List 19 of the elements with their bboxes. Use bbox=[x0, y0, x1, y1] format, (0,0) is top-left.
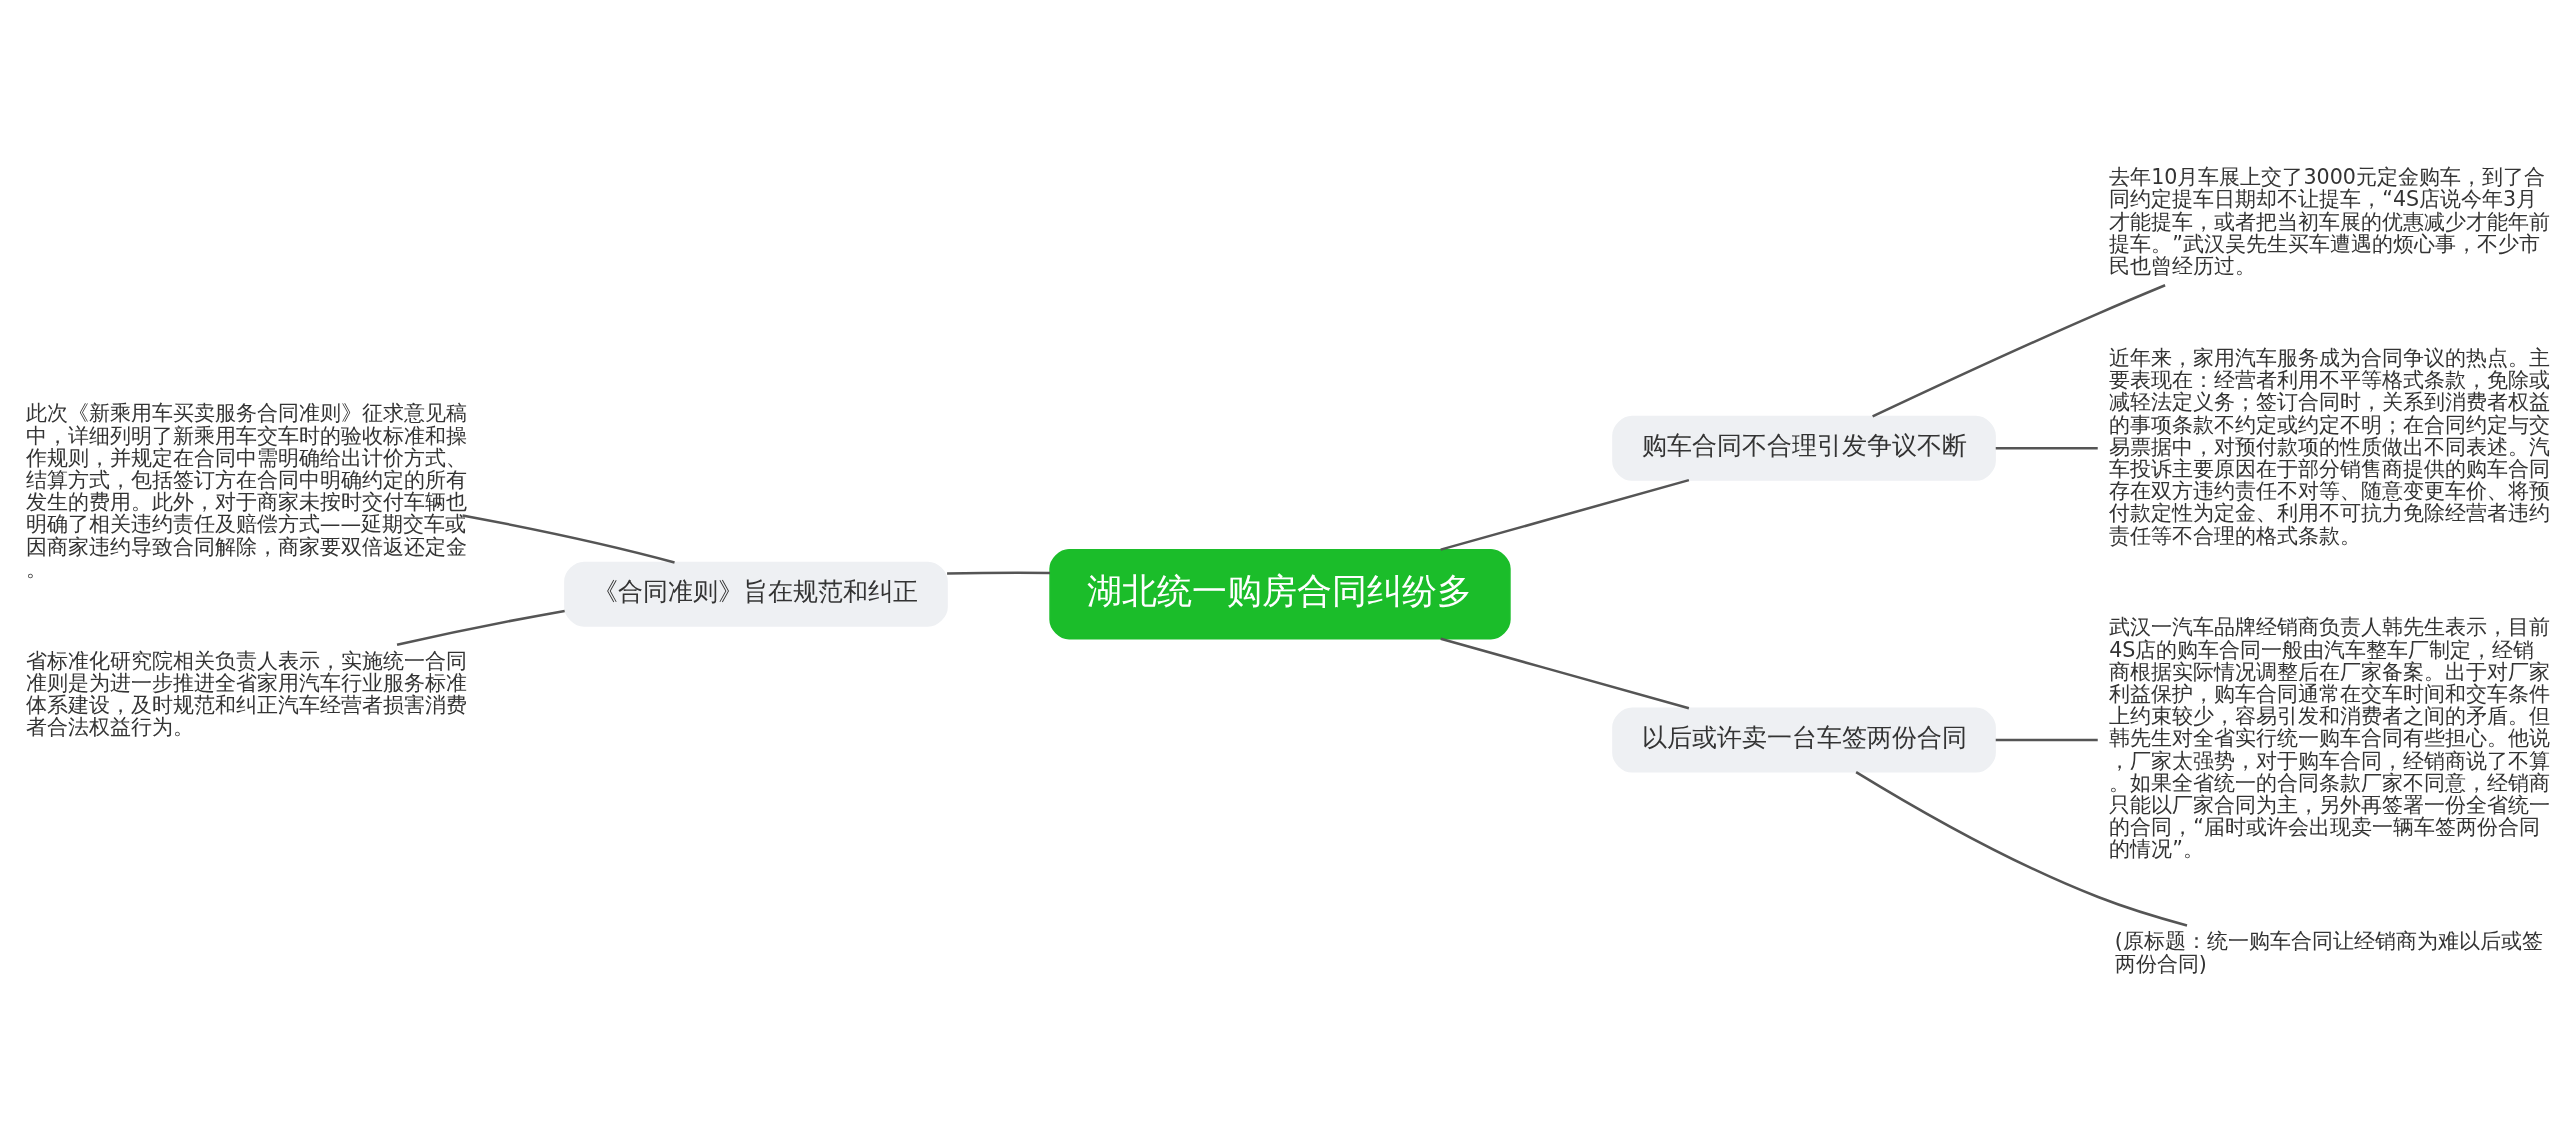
node-text: 去年10月车展上交了3000元定金购车，到了合同约定提车日期却不让提车，“4S店说今年3月才能提车，或者把当初车展的优惠减少才能年前提车。”武汉吴先生买车遭遇的烦心事，不少市民也曾经历过。 bbox=[2109, 164, 2551, 278]
node-box: 购车合同不合理引发争议不断 bbox=[1612, 415, 1996, 481]
connector bbox=[1995, 446, 2098, 450]
node-box: 湖北统一购房合同纠纷多 bbox=[1049, 548, 1511, 639]
node-text: 此次《新乘用车买卖服务合同准则》征求意见稿中，详细列明了新乘用车交车时的验收标准和操作规则，并规定在合同中需明确给出计价方式、结算方式，包括签订方在合同中明确约定的所有发生的费用。此外，对于商家未按时交付车辆也明确了相关违约责任及赔偿方式——延期交车或因商家违约导致合同解除，商家要双倍返还定金。 bbox=[25, 400, 467, 581]
connector bbox=[1440, 478, 1690, 551]
connector bbox=[1855, 770, 2188, 927]
connector bbox=[947, 571, 1051, 575]
connector bbox=[1995, 738, 2098, 741]
node-text: 近年来，家用汽车服务成为合同争议的热点。主要表现在：经营者利用不平等格式条款，免除或减轻法定义务；签订合同时，关系到消费者权益的事项条款不约定或约定不明；在合同约定与交易票据中，对预付款项的性质做出不同表述。汽车投诉主要原因在于部分销售商提供的购车合同存在双方违约责任不对等、随意变更车价、将预付款定性为定金、利用不可抗力免除经营者违约责任等不合理的格式条款。 bbox=[2109, 345, 2551, 548]
node-text: (原标题：统一购车合同让经销商为难以后或签两份合同) bbox=[2114, 928, 2543, 976]
node-text: 省标准化研究院相关负责人表示，实施统一合同准则是为进一步推进全省家用汽车行业服务标准体系建设，及时规范和纠正汽车经营者损害消费者合法权益行为。 bbox=[25, 648, 467, 739]
node-text: 武汉一汽车品牌经销商负责人韩先生表示，目前4S店的购车合同一般由汽车整车厂制定，经销商根据实际情况调整后在厂家备案。出于对厂家利益保护，购车合同通常在交车时间和交车条件上约束较少，容易引发和消费者之间的矛盾。但韩先生对全省实行统一购车合同有些担心。他说，厂家太强势，对于购车合同，经销商说了不算。如果全省统一的合同条款厂家不同意，经销商只能以厂家合同为主，另外再签署一份全省统一的合同，“届时或许会出现卖一辆车签两份合同的情况”。 bbox=[2109, 614, 2551, 861]
node-box: 以后或许卖一台车签两份合同 bbox=[1612, 707, 1996, 773]
connector bbox=[1872, 283, 2166, 418]
connector bbox=[396, 609, 565, 646]
connector bbox=[462, 513, 675, 564]
node-box: 《合同准则》旨在规范和纠正 bbox=[564, 561, 948, 627]
connector bbox=[1440, 637, 1690, 709]
